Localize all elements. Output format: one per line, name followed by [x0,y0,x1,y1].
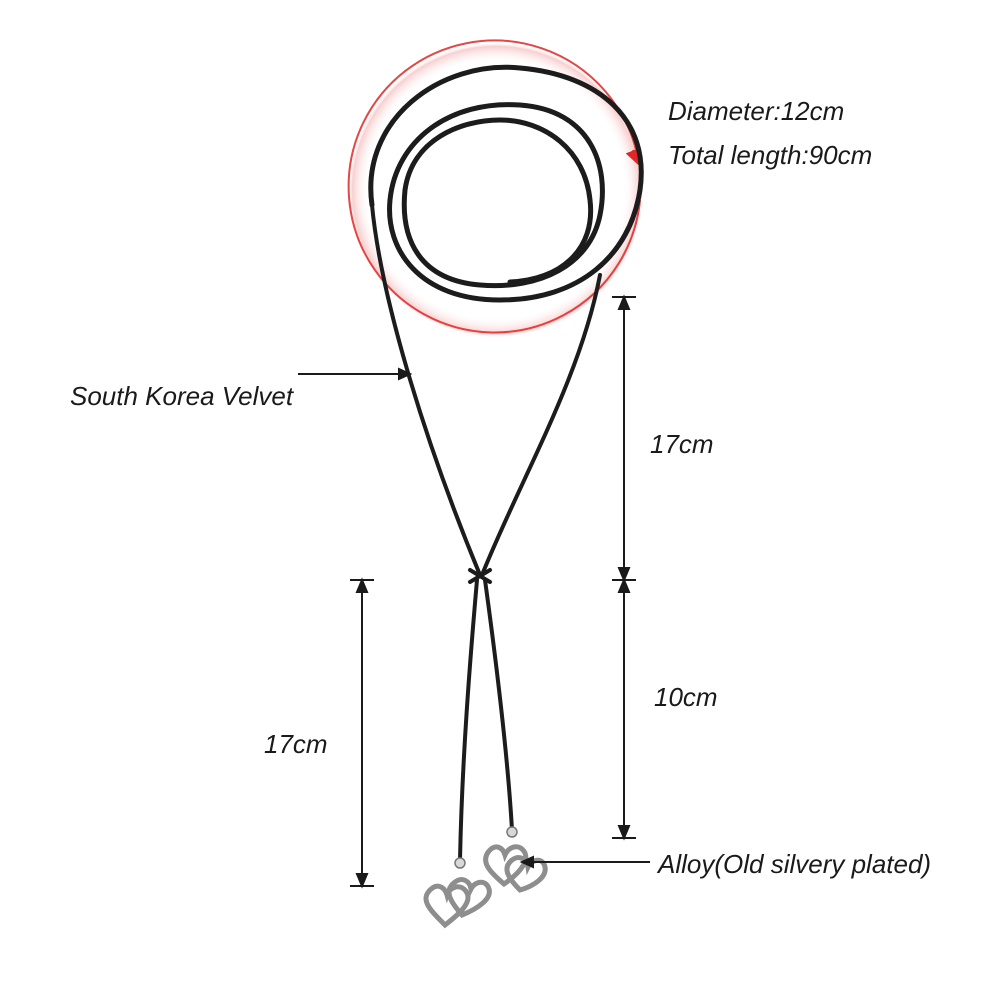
heart-pendant-left [423,877,492,929]
upper-drop-label: 17cm [650,429,714,459]
diameter-label: Diameter:12cm [668,96,845,126]
dimension-left [350,577,374,889]
beads [454,826,518,869]
cord-strands [370,203,602,577]
lower-right-label: 10cm [654,682,718,712]
cord-coil [368,64,644,303]
material-pointer [298,367,413,381]
pendant-material-label: Alloy(Old silvery plated) [658,849,932,879]
lower-left-label: 17cm [264,729,328,759]
material-label: South Korea Velvet [70,381,294,411]
heart-pendant-right [483,844,548,893]
dimension-upper-right [612,294,636,583]
total-length-label: Total length:90cm [668,140,873,170]
cord-tails [458,578,514,862]
alloy-pointer [519,855,650,869]
dimension-lower-right [612,577,636,841]
